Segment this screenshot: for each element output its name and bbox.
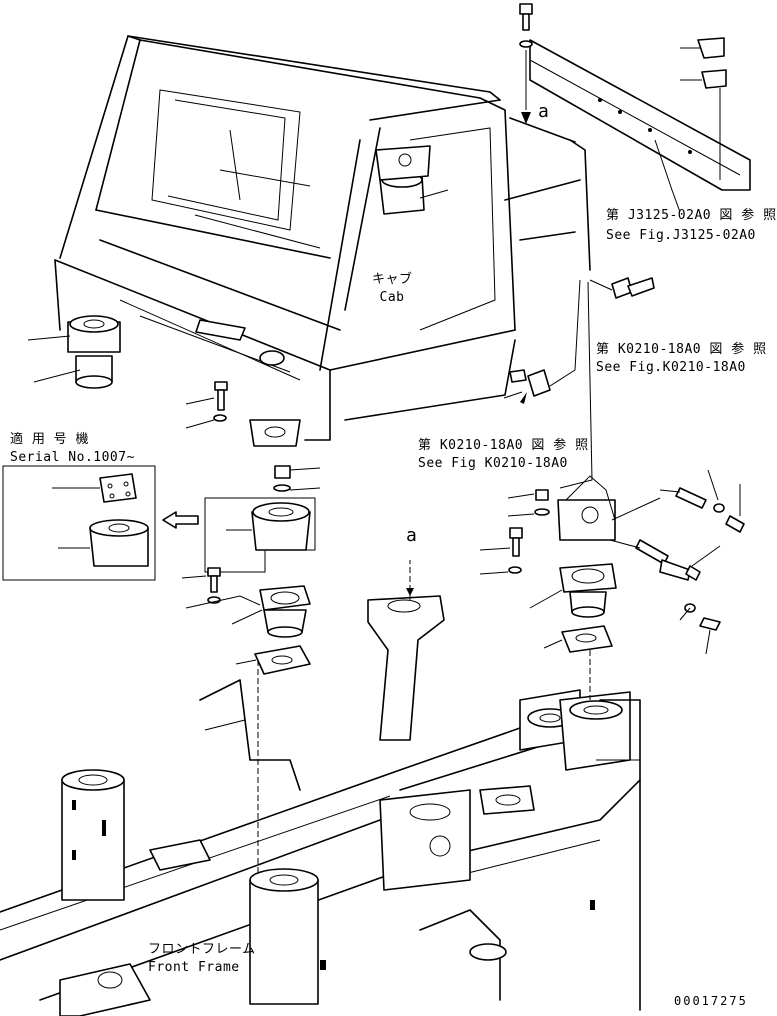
front-frame	[0, 560, 641, 1016]
front-frame-label-jp: フロントフレーム	[148, 942, 256, 957]
exploded-parts-diagram	[0, 3, 751, 1016]
serial-label-en: Serial No.1007~	[10, 450, 135, 465]
cab-top-bracket	[519, 3, 751, 213]
front-mount-stack	[185, 381, 316, 880]
front-frame-label-en: Front Frame	[148, 960, 240, 975]
cab-frame	[54, 35, 591, 447]
callout-leaders	[27, 189, 741, 665]
cab-hinge-pins	[509, 277, 655, 489]
drawing-number: 00017275	[674, 994, 748, 1008]
ref-k0210-right-jp: 第 K0210-18A0 図 参 照	[596, 342, 767, 357]
ref-j3125-jp: 第 J3125-02A0 図 参 照	[606, 208, 777, 223]
cab-label-jp: キャブ	[372, 272, 413, 287]
serial-inset	[2, 465, 199, 581]
cab-label-en: Cab	[379, 290, 405, 305]
marker-a-top: a	[538, 101, 550, 122]
ref-k0210-mid-en: See Fig K0210-18A0	[418, 456, 568, 471]
rear-mount-stack	[508, 475, 745, 653]
serial-label-jp: 適 用 号 機	[10, 432, 89, 447]
marker-a-mid: a	[406, 525, 418, 546]
ref-k0210-mid-jp: 第 K0210-18A0 図 参 照	[418, 438, 589, 453]
ref-k0210-right-en: See Fig.K0210-18A0	[596, 360, 746, 375]
ref-j3125-en: See Fig.J3125-02A0	[606, 228, 756, 243]
